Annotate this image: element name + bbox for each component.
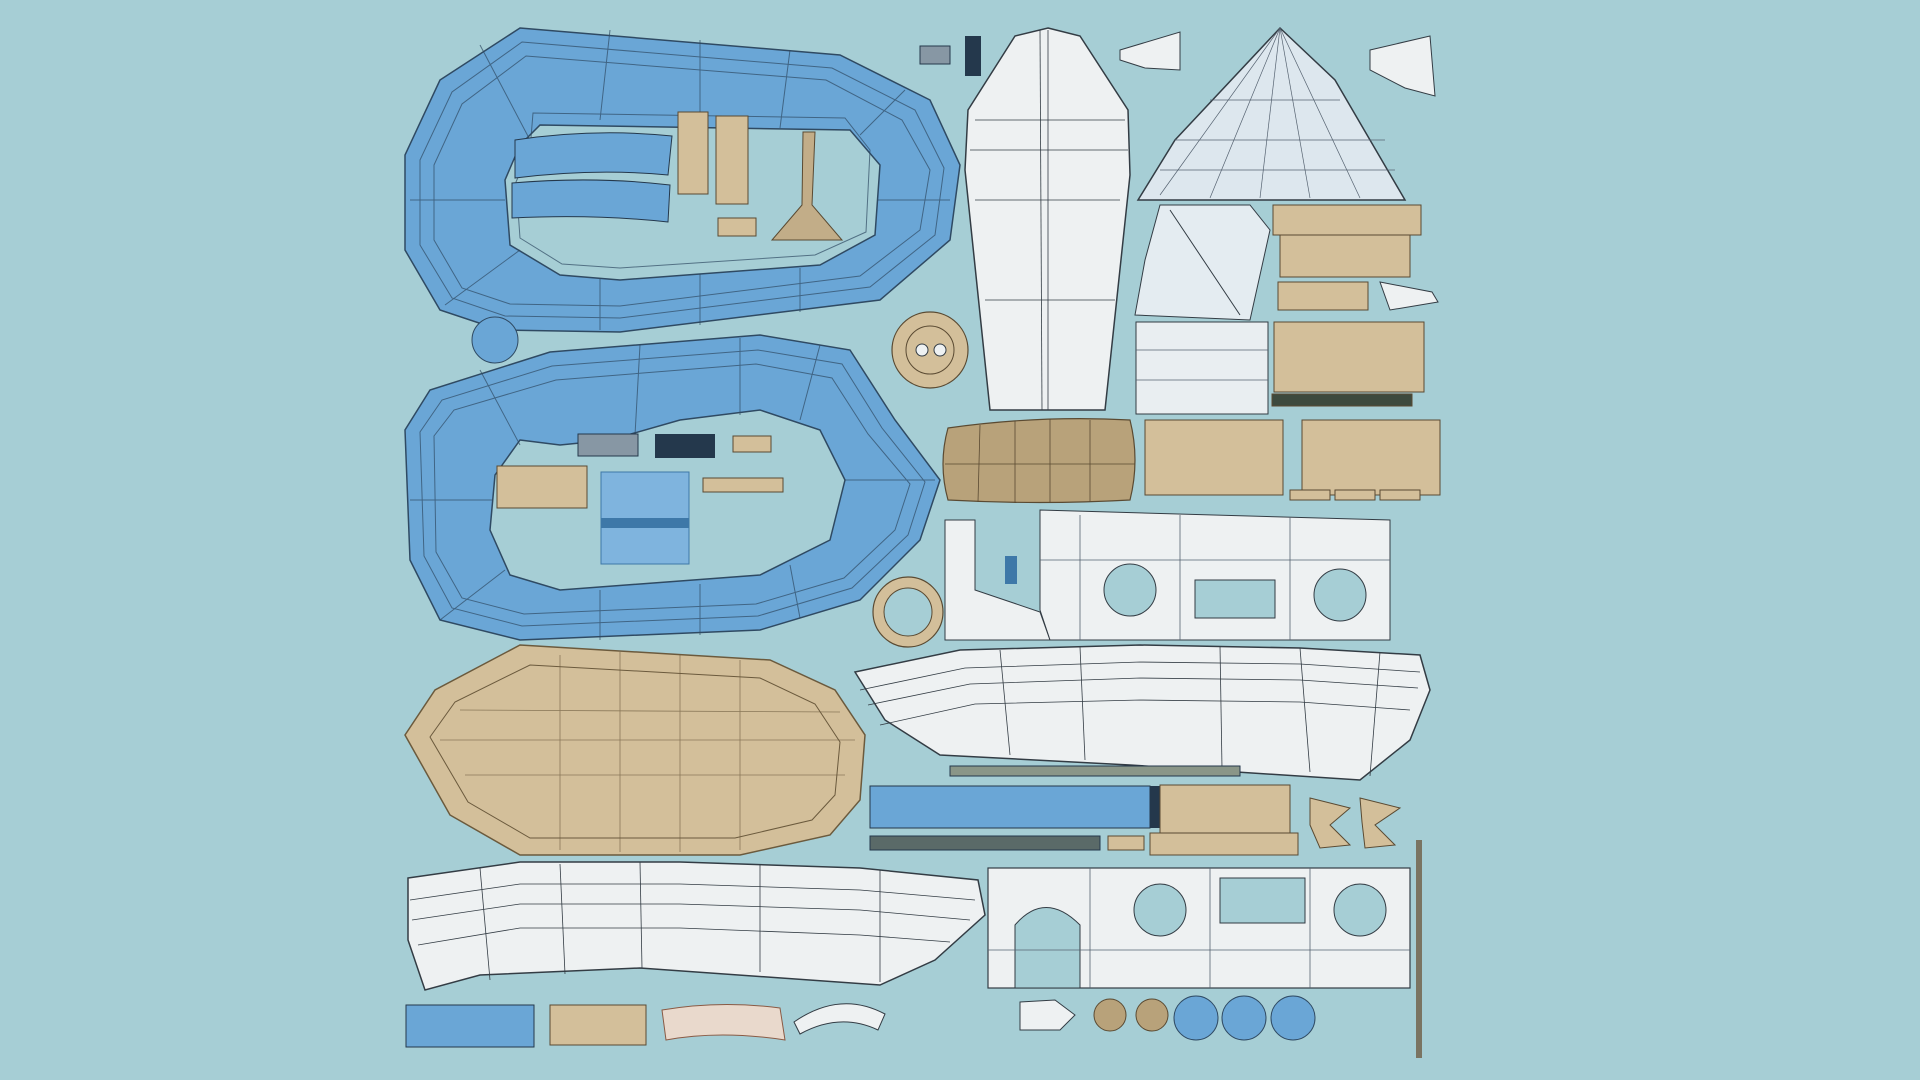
hull-floor bbox=[404, 644, 866, 856]
wood-crates-lower bbox=[1149, 784, 1402, 856]
blue-strap-1 bbox=[514, 132, 673, 179]
wood-slat-1 bbox=[677, 111, 709, 195]
ring-piece bbox=[872, 576, 944, 648]
rope-bundle bbox=[577, 433, 639, 457]
round-caps bbox=[1019, 995, 1316, 1041]
navy-tube bbox=[655, 434, 715, 458]
canopy-panel-tall bbox=[964, 27, 1131, 411]
tube-ring-upper bbox=[404, 27, 961, 333]
tube-ring-lower-inner-parts bbox=[496, 433, 784, 565]
wood-pin-1 bbox=[732, 435, 772, 453]
long-pole bbox=[1416, 840, 1422, 1058]
wooden-paddle bbox=[770, 131, 844, 241]
side-skirt-upper bbox=[853, 644, 1431, 781]
tiny-dark-part bbox=[965, 36, 981, 76]
grid-panel bbox=[1135, 321, 1269, 415]
spool-wheel bbox=[891, 311, 969, 389]
wood-slat-2 bbox=[715, 115, 749, 205]
canopy-triangle bbox=[1136, 26, 1407, 201]
wood-block bbox=[717, 217, 757, 237]
tube-ring-upper-inner-parts bbox=[511, 111, 844, 241]
transom-panel-lower bbox=[987, 840, 1422, 1058]
blue-panel-stripe bbox=[601, 518, 689, 528]
tiny-spool bbox=[919, 45, 951, 65]
round-cap-left bbox=[471, 316, 519, 364]
barrel-staves bbox=[942, 418, 1136, 504]
small-funnel-1 bbox=[1119, 31, 1181, 71]
small-funnel-2 bbox=[1369, 35, 1436, 97]
wood-pin-2 bbox=[702, 477, 784, 493]
diamond-panel bbox=[1134, 204, 1271, 321]
transom-panel-upper bbox=[944, 509, 1391, 641]
blue-strap-2 bbox=[511, 179, 671, 223]
wood-crate-planks bbox=[1144, 204, 1441, 501]
side-skirt-lower bbox=[407, 861, 986, 991]
wood-board bbox=[496, 465, 588, 509]
bottom-strips bbox=[405, 1003, 886, 1048]
